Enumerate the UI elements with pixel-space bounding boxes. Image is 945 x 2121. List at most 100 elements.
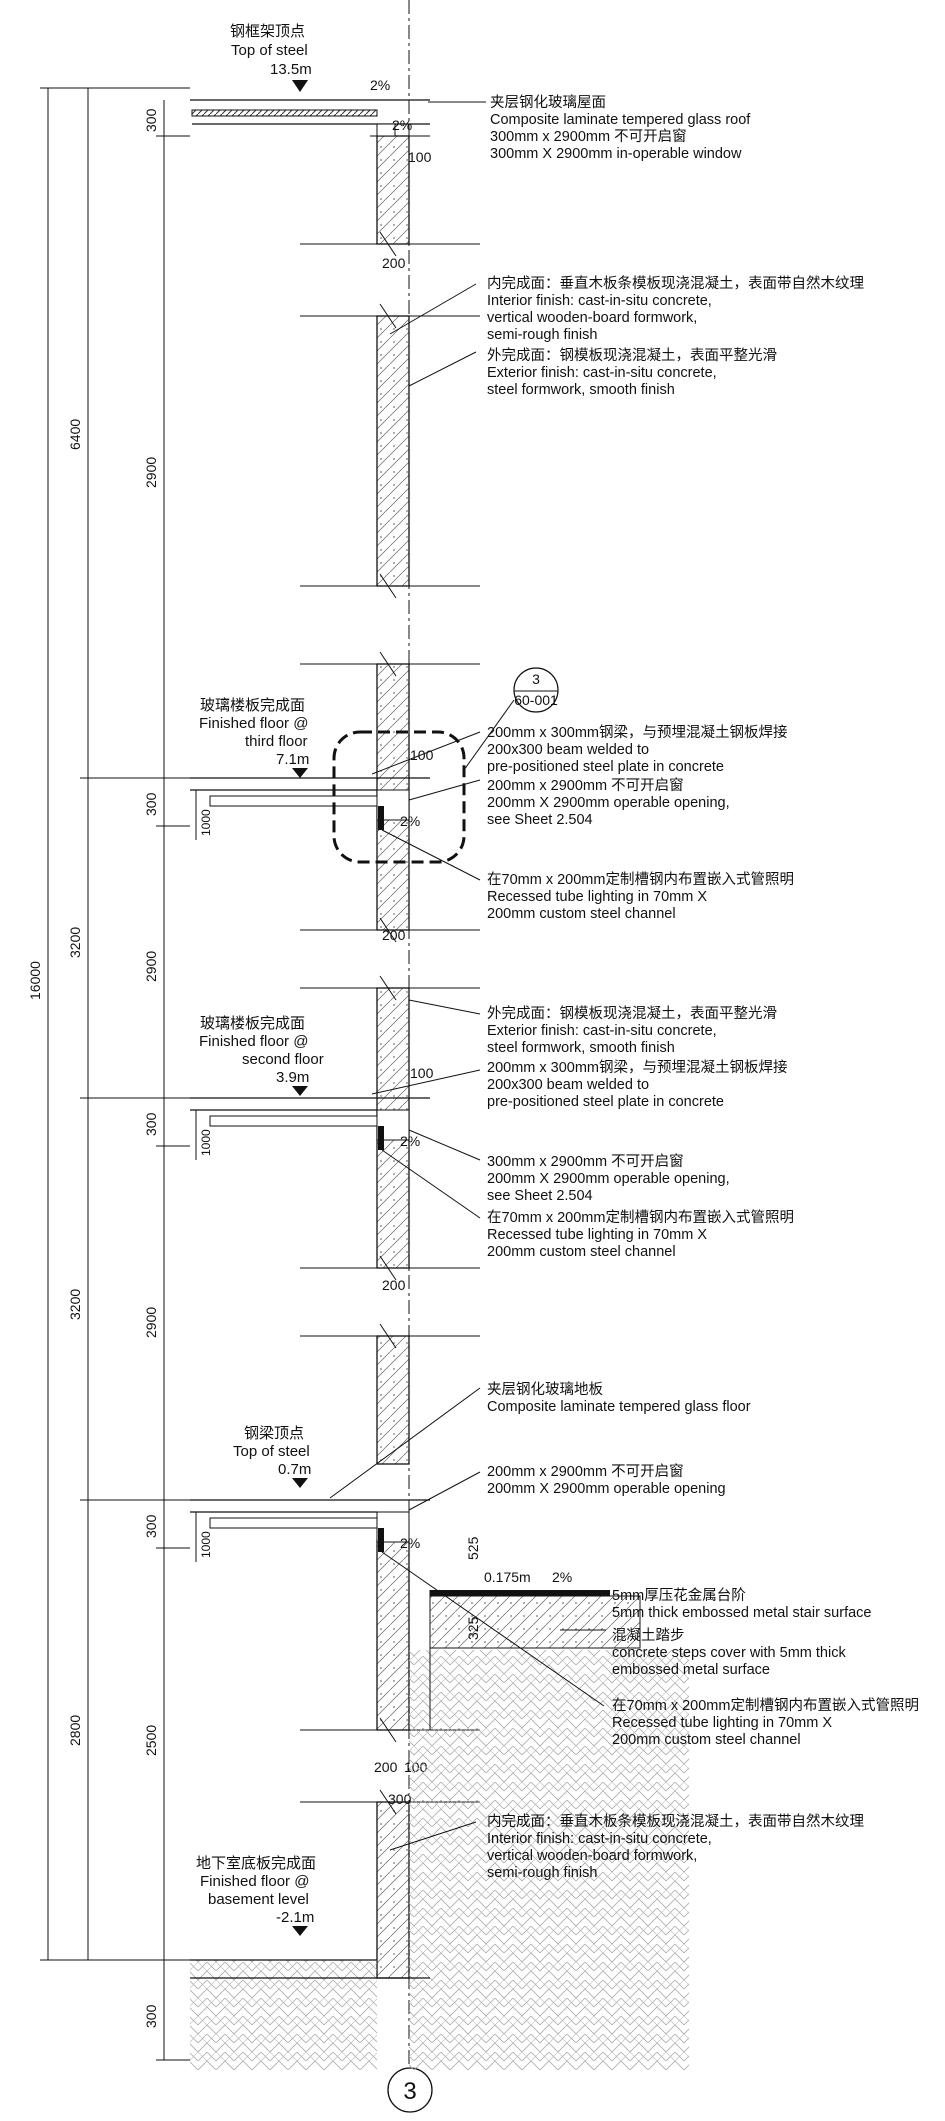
svg-text:Interior finish: cast-in-situ: Interior finish: cast-in-situ concrete,	[487, 293, 712, 309]
svg-text:在70mm x 200mm定制槽钢内布置嵌入式管照明: 在70mm x 200mm定制槽钢内布置嵌入式管照明	[487, 871, 794, 888]
svg-text:second floor: second floor	[242, 1051, 324, 1068]
svg-text:钢框架顶点: 钢框架顶点	[230, 23, 305, 40]
svg-text:Finished floor @: Finished floor @	[199, 715, 308, 732]
detail-callout-bubble	[513, 667, 559, 713]
svg-text:Composite laminate tempered gl: Composite laminate tempered glass roof	[490, 112, 751, 128]
svg-text:200mm x 300mm钢梁，与预埋混凝土钢板焊接: 200mm x 300mm钢梁，与预埋混凝土钢板焊接	[487, 723, 788, 741]
svg-text:地下室底板完成面: 地下室底板完成面	[196, 1854, 316, 1872]
note-interior-top: 内完成面：垂直木板条模板现浇混凝土，表面带自然木纹理 Interior fini…	[487, 274, 864, 343]
break-lines	[300, 231, 480, 1815]
svg-text:300: 300	[143, 108, 159, 132]
svg-text:200x300 beam welded to: 200x300 beam welded to	[487, 742, 649, 758]
svg-text:混凝土踏步: 混凝土踏步	[612, 1627, 685, 1644]
svg-text:-2.1m: -2.1m	[276, 1909, 314, 1926]
svg-text:steel formwork, smooth finish: steel formwork, smooth finish	[487, 382, 675, 398]
svg-text:vertical wooden-board formwork: vertical wooden-board formwork,	[487, 1848, 697, 1864]
svg-text:300mm X 2900mm in-operable win: 300mm X 2900mm in-operable window	[490, 146, 742, 162]
svg-text:Recessed tube lighting in 70mm: Recessed tube lighting in 70mm X	[487, 1227, 707, 1243]
svg-text:Top of steel: Top of steel	[233, 1443, 310, 1460]
svg-text:Exterior finish: cast-in-situ: Exterior finish: cast-in-situ concrete,	[487, 1023, 717, 1039]
svg-text:在70mm x 200mm定制槽钢内布置嵌入式管照明: 在70mm x 200mm定制槽钢内布置嵌入式管照明	[612, 1697, 919, 1714]
second-floor-slab: 2% 100 200	[190, 1065, 434, 1293]
svg-text:300: 300	[143, 2004, 159, 2028]
leader-lines	[329, 101, 610, 1851]
svg-text:300: 300	[143, 792, 159, 816]
svg-text:0.175m: 0.175m	[484, 1569, 531, 1585]
note-light-second: 在70mm x 200mm定制槽钢内布置嵌入式管照明 Recessed tube…	[487, 1209, 794, 1260]
svg-text:5mm thick embossed metal stair: 5mm thick embossed metal stair surface	[612, 1605, 871, 1621]
svg-text:200mm x 2900mm 不可开启窗: 200mm x 2900mm 不可开启窗	[487, 1462, 684, 1480]
note-window-second: 300mm x 2900mm 不可开启窗 200mm X 2900mm oper…	[487, 1152, 730, 1204]
svg-text:玻璃楼板完成面: 玻璃楼板完成面	[200, 696, 305, 714]
level-third-floor: 玻璃楼板完成面 Finished floor @ third floor 7.1…	[199, 696, 309, 778]
basement-slab	[190, 1850, 689, 2070]
svg-text:外完成面：钢模板现浇混凝土，表面平整光滑: 外完成面：钢模板现浇混凝土，表面平整光滑	[487, 346, 777, 364]
svg-text:2%: 2%	[552, 1569, 572, 1585]
svg-text:200mm X 2900mm operable openin: 200mm X 2900mm operable opening	[487, 1481, 726, 1497]
svg-text:3200: 3200	[67, 1289, 83, 1320]
svg-text:300mm x 2900mm 不可开启窗: 300mm x 2900mm 不可开启窗	[487, 1152, 684, 1170]
svg-text:Finished floor @: Finished floor @	[200, 1873, 309, 1890]
svg-text:concrete steps cover with 5mm: concrete steps cover with 5mm thick	[612, 1645, 846, 1661]
svg-text:200: 200	[382, 1277, 406, 1293]
svg-text:200mm X 2900mm operable openin: 200mm X 2900mm operable opening,	[487, 1171, 730, 1187]
callout-sheet: 60-001	[514, 692, 558, 708]
svg-text:300: 300	[143, 1514, 159, 1538]
detail-callout-box	[332, 730, 466, 864]
svg-text:200x300 beam welded to: 200x300 beam welded to	[487, 1077, 649, 1093]
note-beam-third: 200mm x 300mm钢梁，与预埋混凝土钢板焊接 200x300 beam …	[487, 723, 788, 775]
level-top-steel: 钢框架顶点 Top of steel 13.5m	[230, 23, 312, 92]
svg-text:5mm厚压花金属台阶: 5mm厚压花金属台阶	[612, 1587, 746, 1604]
svg-text:semi-rough finish: semi-rough finish	[487, 327, 597, 343]
svg-text:外完成面：钢模板现浇混凝土，表面平整光滑: 外完成面：钢模板现浇混凝土，表面平整光滑	[487, 1004, 777, 1022]
svg-text:200: 200	[382, 927, 406, 943]
note-glass-floor: 夹层钢化玻璃地板 Composite laminate tempered gla…	[487, 1380, 751, 1415]
roof-slope-2: 2%	[392, 117, 412, 133]
note-exterior-top: 外完成面：钢模板现浇混凝土，表面平整光滑 Exterior finish: ca…	[487, 346, 777, 398]
note-beam-second: 200mm x 300mm钢梁，与预埋混凝土钢板焊接 200x300 beam …	[487, 1058, 788, 1110]
svg-text:200: 200	[374, 1759, 398, 1775]
note-stair-surface: 5mm厚压花金属台阶 5mm thick embossed metal stai…	[612, 1587, 871, 1621]
roof-dim-200: 200	[382, 255, 406, 271]
svg-text:200mm custom steel channel: 200mm custom steel channel	[487, 906, 676, 922]
svg-text:200mm custom steel channel: 200mm custom steel channel	[487, 1244, 676, 1260]
svg-text:13.5m: 13.5m	[270, 61, 312, 78]
roof-assembly: 2% 2% 100 200	[190, 77, 432, 271]
svg-text:3200: 3200	[67, 927, 83, 958]
level-second-floor: 玻璃楼板完成面 Finished floor @ second floor 3.…	[199, 1014, 324, 1096]
svg-text:steel formwork, smooth finish: steel formwork, smooth finish	[487, 1040, 675, 1056]
svg-text:夹层钢化玻璃屋面: 夹层钢化玻璃屋面	[490, 94, 606, 111]
svg-text:2900: 2900	[143, 1307, 159, 1338]
svg-text:200mm x 2900mm 不可开启窗: 200mm x 2900mm 不可开启窗	[487, 776, 684, 794]
svg-text:玻璃楼板完成面: 玻璃楼板完成面	[200, 1014, 305, 1032]
third-floor-slab: 2% 100 200	[190, 747, 434, 943]
dimension-labels: 16000 6400 3200 3200 2800 300 2900 300 1…	[27, 108, 213, 2028]
svg-text:300: 300	[143, 1112, 159, 1136]
svg-text:200mm custom steel channel: 200mm custom steel channel	[612, 1732, 801, 1748]
note-window-third: 200mm x 2900mm 不可开启窗 200mm X 2900mm oper…	[487, 776, 730, 828]
grid-bubble-label: 3	[403, 2078, 416, 2105]
svg-text:325: 325	[465, 1616, 481, 1640]
svg-text:pre-positioned steel plate in: pre-positioned steel plate in concrete	[487, 759, 724, 775]
svg-text:内完成面：垂直木板条模板现浇混凝土，表面带自然木纹理: 内完成面：垂直木板条模板现浇混凝土，表面带自然木纹理	[487, 274, 864, 292]
note-interior-basement: 内完成面：垂直木板条模板现浇混凝土，表面带自然木纹理 Interior fini…	[487, 1812, 864, 1881]
svg-text:16000: 16000	[27, 961, 43, 1000]
note-roof: 夹层钢化玻璃屋面 Composite laminate tempered gla…	[490, 94, 751, 162]
svg-text:Top of steel: Top of steel	[231, 42, 308, 59]
ground-floor-slab: 2% 200 100 300	[190, 1499, 430, 1807]
stair-and-ground: 0.175m 2% 525 325	[409, 1536, 689, 1850]
svg-text:内完成面：垂直木板条模板现浇混凝土，表面带自然木纹理: 内完成面：垂直木板条模板现浇混凝土，表面带自然木纹理	[487, 1812, 864, 1830]
note-exterior-second: 外完成面：钢模板现浇混凝土，表面平整光滑 Exterior finish: ca…	[487, 1004, 777, 1056]
svg-text:200mm x 300mm钢梁，与预埋混凝土钢板焊接: 200mm x 300mm钢梁，与预埋混凝土钢板焊接	[487, 1058, 788, 1076]
note-light-ground: 在70mm x 200mm定制槽钢内布置嵌入式管照明 Recessed tube…	[612, 1697, 919, 1748]
svg-text:1000: 1000	[199, 1531, 213, 1558]
svg-text:525: 525	[465, 1536, 481, 1560]
svg-text:2900: 2900	[143, 951, 159, 982]
svg-text:300: 300	[388, 1791, 412, 1807]
svg-text:see Sheet 2.504: see Sheet 2.504	[487, 1188, 593, 1204]
level-basement: 地下室底板完成面 Finished floor @ basement level…	[196, 1854, 316, 1936]
svg-text:6400: 6400	[67, 419, 83, 450]
note-light-third: 在70mm x 200mm定制槽钢内布置嵌入式管照明 Recessed tube…	[487, 871, 794, 922]
svg-text:200mm X 2900mm operable openin: 200mm X 2900mm operable opening,	[487, 795, 730, 811]
svg-text:钢梁顶点: 钢梁顶点	[244, 1425, 304, 1442]
